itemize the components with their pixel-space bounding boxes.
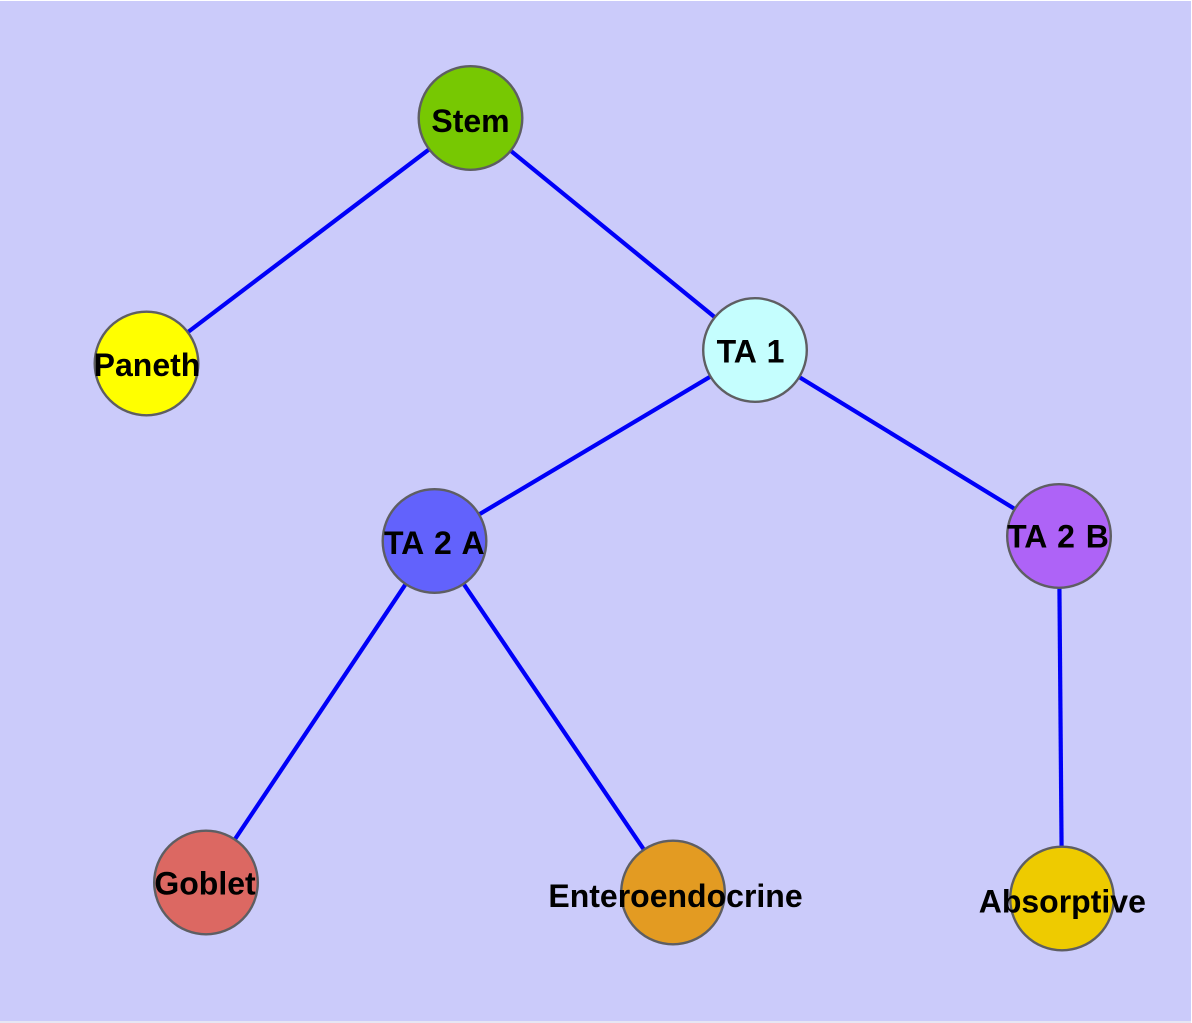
svg-text:TA 2 A: TA 2 A	[384, 525, 485, 561]
svg-text:TA 2 B: TA 2 B	[1007, 519, 1109, 555]
svg-text:Enteroendocrine: Enteroendocrine	[548, 878, 802, 914]
svg-text:Goblet: Goblet	[154, 866, 256, 902]
svg-text:Absorptive: Absorptive	[979, 884, 1146, 920]
svg-text:Paneth: Paneth	[94, 347, 201, 383]
svg-text:Stem: Stem	[431, 103, 509, 139]
svg-text:TA 1: TA 1	[717, 334, 785, 370]
